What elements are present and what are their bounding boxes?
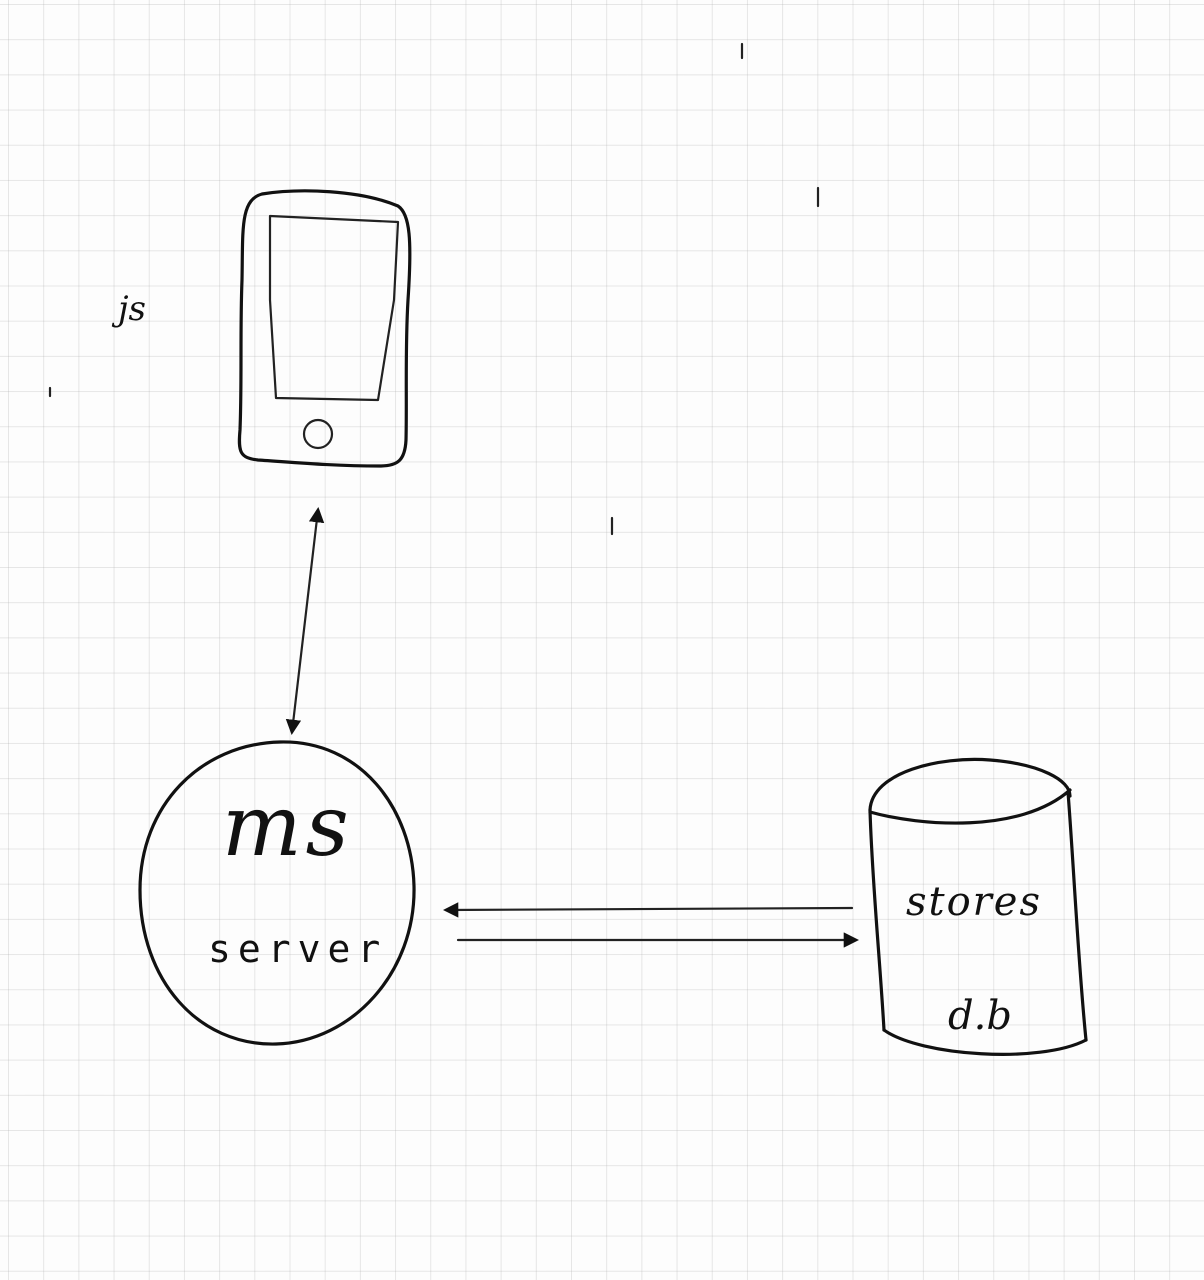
database-label-line1: stores bbox=[906, 879, 1043, 925]
client-server-connector bbox=[285, 506, 325, 736]
database-label-line2: d.b bbox=[948, 993, 1012, 1039]
smartphone-icon bbox=[237, 189, 412, 468]
database-node bbox=[868, 757, 1088, 1056]
db-to-server-arrow bbox=[442, 902, 854, 918]
server-title: ms bbox=[222, 777, 353, 875]
client-label: js bbox=[118, 289, 146, 329]
server-subtitle: server bbox=[208, 927, 388, 971]
paper-marks bbox=[48, 42, 820, 536]
server-node bbox=[138, 740, 416, 1046]
